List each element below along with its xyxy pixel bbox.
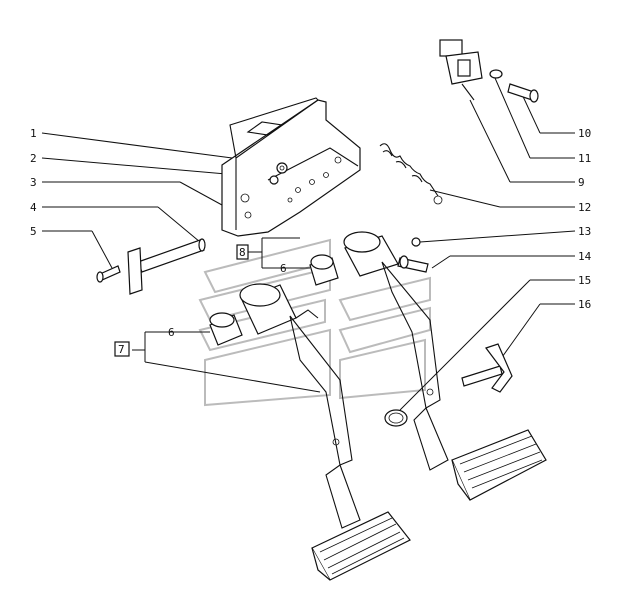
callout-7: 7 — [118, 343, 125, 356]
callout-10: 10 — [578, 127, 591, 140]
pin-14 — [397, 255, 429, 273]
part-8 — [236, 244, 249, 260]
mark-6-upper: 6 — [280, 262, 287, 275]
callout-5: 5 — [30, 225, 37, 238]
callout-1: 1 — [30, 127, 37, 140]
washer-2 — [269, 175, 279, 185]
callout-4: 4 — [30, 201, 37, 214]
bushing-6b — [309, 254, 339, 286]
bolt-5 — [96, 265, 121, 283]
callout-11: 11 — [578, 152, 591, 165]
left-pedal — [239, 283, 411, 581]
callout-16: 16 — [578, 298, 591, 311]
callout-2: 2 — [30, 152, 37, 165]
washer-11 — [489, 69, 503, 79]
callout-3: 3 — [30, 176, 37, 189]
part-7 — [114, 341, 130, 357]
callout-13: 13 — [578, 225, 591, 238]
leader-lines — [41, 77, 576, 411]
mounting-bracket — [221, 97, 361, 237]
callout-9: 9 — [578, 176, 585, 189]
pivot-shaft — [127, 238, 206, 295]
return-spring — [379, 143, 443, 205]
right-pedal — [343, 231, 547, 501]
screw-10 — [507, 83, 539, 103]
bushing-6a — [209, 312, 243, 346]
nut-13 — [411, 237, 421, 247]
stop-light-switch — [439, 39, 483, 101]
callout-12: 12 — [578, 201, 591, 214]
callout-15: 15 — [578, 274, 591, 287]
nut-1 — [276, 162, 288, 174]
callout-14: 14 — [578, 250, 592, 263]
callout-6: 6 — [168, 326, 175, 339]
bracket-16 — [461, 343, 513, 393]
ring-15 — [384, 409, 408, 427]
callout-8: 8 — [239, 246, 246, 259]
